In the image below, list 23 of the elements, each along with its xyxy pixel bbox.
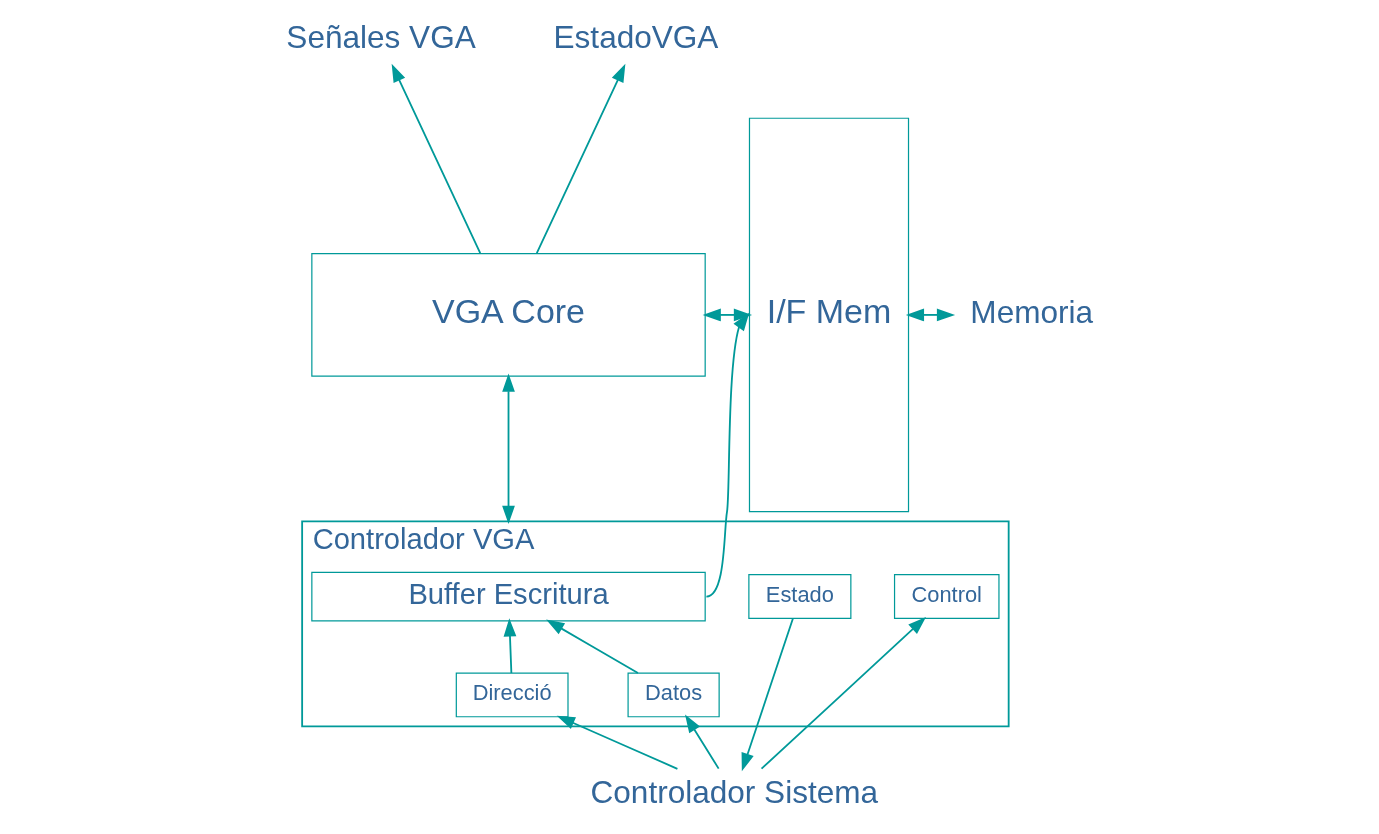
node-box: Estado	[747, 573, 851, 619]
arrow	[684, 714, 720, 770]
arrow	[535, 63, 625, 254]
node-box: Datos	[627, 671, 720, 717]
node-box: VGA Core	[310, 252, 706, 377]
node-box: Control	[893, 573, 1000, 619]
node-box: I/F Mem	[748, 117, 909, 512]
arrow	[501, 373, 515, 524]
arrow	[545, 619, 639, 674]
arrow	[741, 617, 794, 771]
node-box: Direcció	[455, 671, 569, 717]
arrow	[760, 616, 926, 770]
arrow	[705, 312, 749, 597]
arrow	[503, 617, 516, 674]
node-box: Buffer Escritura	[310, 571, 706, 621]
node-text: Controlador Sistema	[590, 773, 878, 810]
node-text: Señales VGA	[285, 18, 476, 55]
arrow	[702, 308, 752, 321]
node-text: EstadoVGA	[553, 18, 718, 55]
arrow	[556, 715, 678, 770]
arrow	[391, 63, 481, 254]
arrow	[905, 308, 955, 321]
node-text: Memoria	[969, 293, 1093, 330]
